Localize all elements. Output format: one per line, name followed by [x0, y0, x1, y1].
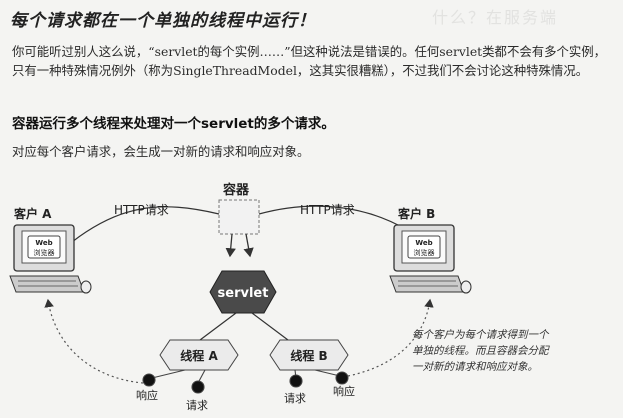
servlet-thread-links	[200, 313, 288, 340]
thread-b-request-label: 请求	[284, 392, 306, 405]
handwritten-note: 每个客户为每个请求得到一个 单独的线程。而且容器会分配 一对新的请求和响应对象。	[412, 329, 550, 373]
thread-b-label: 线程 B	[290, 348, 327, 363]
thread-a-node: 线程 A	[160, 340, 238, 370]
thread-a-response-object	[143, 374, 155, 386]
servlet-label: servlet	[218, 286, 269, 301]
client-b-computer: 客户 B Web 浏览器	[390, 206, 471, 293]
client-a-computer: 客户 A Web 浏览器	[10, 206, 91, 293]
servlet-node: servlet	[210, 271, 276, 313]
client-b-browser-line1: Web	[415, 239, 432, 247]
http-label-left: HTTP请求	[114, 203, 169, 217]
arrow-container-servlet-1	[230, 234, 232, 256]
container-label: 容器	[222, 182, 250, 198]
client-a-browser-line2: 浏览器	[34, 248, 55, 257]
container-to-servlet-arrows	[230, 234, 250, 256]
client-b-browser-line2: 浏览器	[414, 248, 435, 257]
client-b-label: 客户 B	[397, 206, 435, 221]
note-line-2: 单独的线程。而且容器会分配	[412, 345, 550, 357]
arrow-container-servlet-2	[246, 234, 250, 256]
thread-a-response-label: 响应	[136, 388, 158, 402]
client-a-label: 客户 A	[13, 206, 52, 221]
thread-a-request-label: 请求	[186, 399, 208, 412]
link-thread-a	[200, 313, 236, 340]
thread-b-request-object	[290, 375, 302, 387]
return-path-client-a	[48, 300, 143, 383]
note-line-3: 一对新的请求和响应对象。	[412, 361, 538, 373]
http-label-right: HTTP请求	[300, 203, 355, 217]
container-node: 容器	[219, 182, 259, 234]
link-thread-b	[252, 313, 288, 340]
thread-a-request-object	[192, 381, 204, 393]
thread-b-response-object	[336, 372, 348, 384]
client-a-browser-line1: Web	[35, 239, 52, 247]
thread-b-node: 线程 B	[270, 340, 348, 370]
thread-b-response-label: 响应	[333, 384, 355, 398]
thread-a-label: 线程 A	[180, 348, 218, 363]
note-line-1: 每个客户为每个请求得到一个	[412, 329, 550, 341]
thread-objects	[143, 370, 348, 393]
